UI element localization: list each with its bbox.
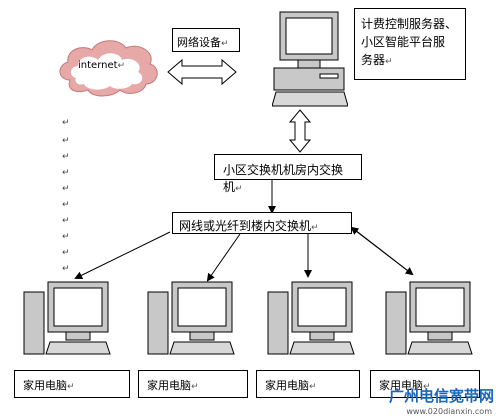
internet-label: internet↵	[78, 60, 126, 71]
line-from-pc4	[350, 226, 413, 275]
line-to-pc1	[74, 231, 171, 279]
double-arrow-internet-device	[167, 58, 237, 86]
para-mark: ↵	[62, 184, 70, 194]
para-mark: ↵	[62, 248, 70, 258]
line-to-pc2	[206, 233, 241, 282]
double-arrow-server-switch	[288, 109, 312, 153]
pc-label-3: 家用电脑↵	[256, 370, 360, 398]
server-label-line3: 务器↵	[361, 53, 393, 67]
server-computer	[272, 10, 348, 108]
pc-label-1: 家用电脑↵	[14, 370, 130, 398]
para-mark: ↵	[62, 118, 70, 128]
para-mark: ↵	[62, 136, 70, 146]
pc-computer-3	[266, 280, 356, 356]
para-mark: ↵	[62, 264, 70, 274]
pc-computer-1	[22, 280, 112, 356]
pc-computer-2	[146, 280, 236, 356]
para-mark: ↵	[62, 200, 70, 210]
server-label-line1: 计费控制服务器、	[361, 17, 458, 31]
pc-label-2: 家用电脑↵	[138, 370, 248, 398]
core-switch-box: 小区交换机机房内交换机↵	[214, 154, 362, 194]
server-label-box: 计费控制服务器、 小区智能平台服 务器↵	[354, 8, 466, 80]
building-switch-box: 网线或光纤到楼内交换机↵	[172, 212, 352, 234]
pc-label-4: 家用电脑↵	[370, 370, 480, 398]
watermark-url: www.020dianxin.com	[406, 407, 492, 416]
pc-computer-4	[384, 280, 474, 356]
network-device-box: 网络设备↵	[172, 28, 240, 52]
server-label-line2: 小区智能平台服	[361, 35, 446, 49]
para-mark: ↵	[62, 152, 70, 162]
watermark-brand: 广州电信宽带网	[388, 387, 494, 405]
para-mark: ↵	[62, 232, 70, 242]
para-mark: ↵	[62, 168, 70, 178]
para-mark: ↵	[62, 216, 70, 226]
